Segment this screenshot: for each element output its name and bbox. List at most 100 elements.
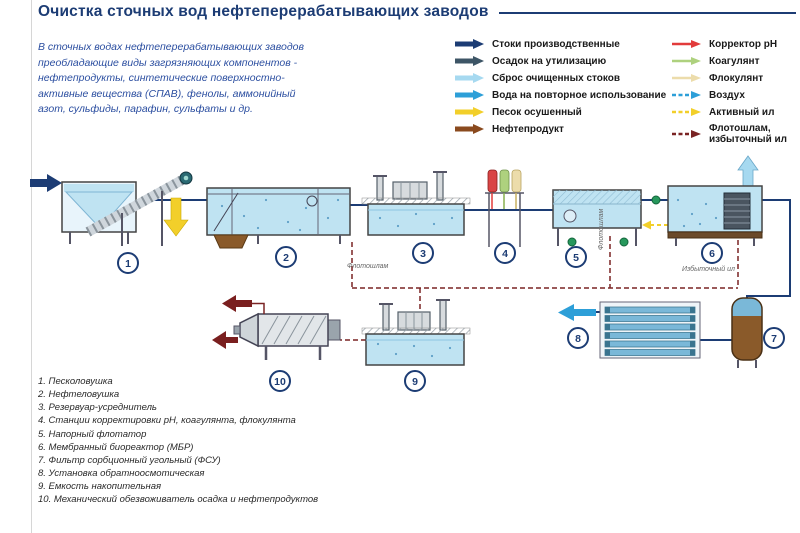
legend-label: Сброс очищенных стоков: [492, 72, 621, 84]
legend-item: Песок осушенный: [455, 106, 670, 118]
step-marker-8: 8: [567, 327, 589, 349]
page-title: Очистка сточных вод нефтеперерабатывающи…: [38, 3, 489, 20]
legend-label: Флотошлам, избыточный ил: [709, 123, 788, 145]
flocculant-tank: [511, 169, 522, 193]
legend-label: Вода на повторное использование: [492, 89, 667, 101]
page-margin-line: [31, 0, 32, 533]
legend-item: Нефтепродукт: [455, 123, 670, 135]
unit-6-membrane-bioreactor: [667, 155, 763, 246]
svg-text:5: 5: [573, 252, 579, 264]
legend-item: Сброс очищенных стоков: [455, 72, 670, 84]
equipment-list-item: 7. Фильтр сорбционный угольный (ФСУ): [38, 454, 221, 466]
flotosham-left-label: Флотошлам: [347, 263, 389, 270]
step-marker-7: 7: [763, 327, 785, 349]
svg-text:6: 6: [709, 248, 715, 260]
flotosham-vertical-label: Флотошлам: [598, 208, 605, 250]
unit-3-averaging-tank: [361, 171, 471, 236]
legend-label: Корректор pH: [709, 38, 778, 50]
step-marker-3: 3: [412, 242, 434, 264]
legend-item: Вода на повторное использование: [455, 89, 670, 101]
legend-item: Корректор pH: [672, 38, 798, 50]
flow-arrow-icon: [455, 39, 484, 49]
legend-label: Осадок на утилизацию: [492, 55, 607, 67]
title-underline: [498, 12, 796, 14]
equipment-list-item: 9. Емкость накопительная: [38, 481, 162, 493]
legend-column-1: Стоки производственные Осадок на утилиза…: [455, 38, 670, 140]
step-marker-9: 9: [404, 370, 426, 392]
equipment-list-item: 6. Мембранный биореактор (МБР): [38, 441, 194, 453]
activated-sludge-line: [642, 220, 668, 230]
sludge-hopper: [213, 234, 249, 249]
flow-arrow-icon: [455, 56, 484, 66]
unit-2-oil-trap: [206, 187, 351, 249]
pump: [619, 237, 629, 247]
step-marker-5: 5: [565, 246, 587, 268]
unit-1-sand-trap: [30, 171, 193, 246]
oil-product-arrow: [212, 331, 238, 349]
legend-label: Нефтепродукт: [492, 123, 564, 135]
legend-item: Воздух: [672, 89, 798, 101]
drive-motor: [327, 319, 341, 341]
legend-column-2: Корректор pH Коагулянт Флокулянт Воздух …: [672, 38, 798, 150]
legend-label: Стоки производственные: [492, 38, 620, 50]
unit-10-dehydrator: [212, 295, 341, 360]
flotation-sludge-lines: [340, 236, 739, 341]
step-marker-4: 4: [494, 242, 516, 264]
flow-arrow-icon: [672, 91, 701, 99]
flow-arrow-icon: [455, 73, 484, 83]
step-marker-10: 10: [269, 370, 291, 392]
flow-arrow-icon: [455, 107, 484, 117]
flow-arrow-icon: [672, 130, 701, 138]
legend-item: Активный ил: [672, 106, 798, 118]
flow-arrow-icon: [672, 57, 701, 65]
step-marker-1: 1: [117, 252, 139, 274]
oil-product-arrow: [222, 295, 252, 312]
svg-text:8: 8: [575, 333, 581, 345]
flow-arrow-icon: [455, 90, 484, 100]
legend-label: Коагулянт: [709, 55, 760, 67]
process-flow-diagram: Флотошлам Флотошлам: [30, 155, 791, 392]
svg-text:3: 3: [420, 248, 426, 260]
equipment-list: 1. Песколовушка 2. Нефтеловушка 3. Резер…: [38, 376, 318, 508]
legend-item: Флотошлам, избыточный ил: [672, 123, 798, 145]
equipment-list-item: 5. Напорный флотатор: [38, 428, 147, 440]
reuse-water-arrow: [558, 304, 596, 321]
svg-text:10: 10: [274, 376, 286, 388]
legend-item: Стоки производственные: [455, 38, 670, 50]
equipment-list-item: 10. Механический обезвоживатель осадка и…: [38, 494, 319, 506]
svg-text:2: 2: [283, 252, 289, 264]
legend-item: Коагулянт: [672, 55, 798, 67]
equipment-list-item: 3. Резервуар-усреднитель: [38, 402, 157, 414]
svg-text:1: 1: [125, 258, 131, 270]
unit-5-flotation-unit: [552, 189, 642, 247]
flow-arrow-icon: [672, 74, 701, 82]
unit-7-carbon-filter: [731, 297, 763, 368]
legend-item: Флокулянт: [672, 72, 798, 84]
svg-text:9: 9: [412, 376, 418, 388]
intro-paragraph: В сточных водах нефтеперерабатывающих за…: [38, 41, 304, 116]
flow-arrow-icon: [672, 40, 701, 48]
legend-label: Флокулянт: [709, 72, 764, 84]
treated-water-arrow: [737, 155, 759, 187]
unit-4-dosing-stations: [485, 169, 524, 247]
legend-label: Песок осушенный: [492, 106, 582, 118]
step-marker-2: 2: [275, 246, 297, 268]
step-marker-6: 6: [701, 242, 723, 264]
header: Очистка сточных вод нефтеперерабатывающи…: [38, 3, 796, 21]
pump: [567, 237, 577, 247]
unit-8-reverse-osmosis: [558, 301, 701, 359]
pump: [651, 195, 661, 205]
coagulant-tank: [499, 169, 510, 193]
svg-text:7: 7: [771, 333, 777, 345]
dried-sand-arrow: [163, 197, 189, 237]
equipment-list-item: 1. Песколовушка: [38, 376, 113, 387]
legend-item: Осадок на утилизацию: [455, 55, 670, 67]
ph-corrector-tank: [487, 169, 498, 193]
flow-arrow-icon: [672, 108, 701, 116]
legend-label: Воздух: [709, 89, 745, 101]
legend-label: Активный ил: [709, 106, 775, 118]
izbytochny-il-label: Избыточный ил: [682, 265, 735, 273]
svg-text:4: 4: [502, 248, 508, 260]
equipment-list-item: 2. Нефтеловушка: [38, 389, 120, 401]
